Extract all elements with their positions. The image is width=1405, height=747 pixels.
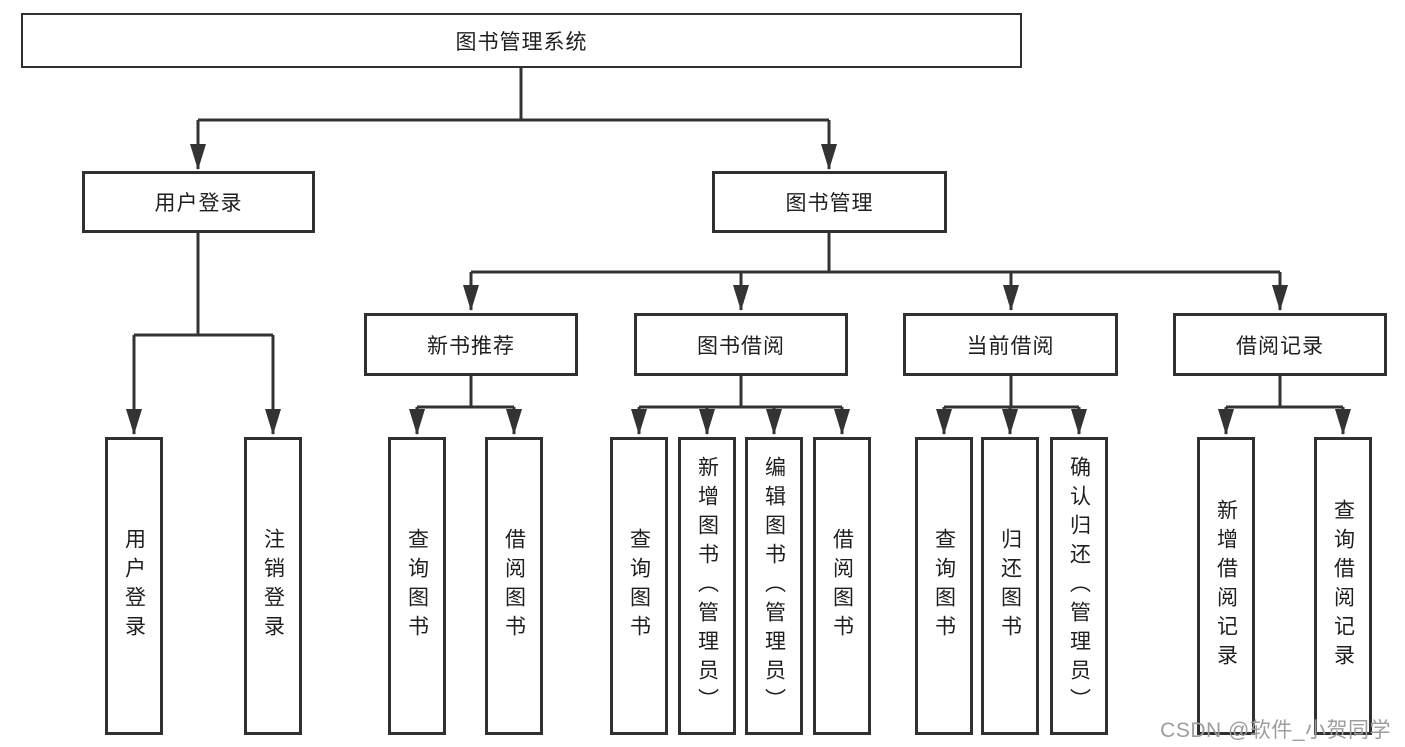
leaf-label: 借阅图书 [830,528,854,644]
node-book-management: 图书管理 [712,171,947,233]
leaf-label: 查询图书 [627,528,651,644]
leaf-label: 编辑图书（管理员） [762,455,786,717]
node-label: 图书管理 [785,192,874,215]
node-label: 用户登录 [154,192,243,215]
leaf-label: 归还图书 [998,528,1022,644]
leaf-query-borrow-record: 查询借阅记录 [1314,437,1372,735]
node-label: 图书借阅 [697,334,785,358]
leaf-label: 借阅图书 [502,528,526,644]
leaf-logout: 注销登录 [244,437,302,735]
csdn-watermark: CSDN @软件_小贺同学 [1160,719,1391,742]
leaf-query-books: 查询图书 [388,437,446,735]
leaf-add-borrow-record: 新增借阅记录 [1197,437,1255,735]
node-label: 图书管理系统 [455,30,588,54]
node-current-borrowing: 当前借阅 [903,313,1118,376]
node-label: 当前借阅 [966,334,1055,358]
node-label: 新书推荐 [427,334,515,358]
node-label: 借阅记录 [1236,334,1324,358]
leaf-user-login: 用户登录 [105,437,163,735]
leaf-query-books: 查询图书 [915,437,973,735]
node-user-login: 用户登录 [82,171,315,233]
connector-trunks [134,68,1343,409]
leaf-label: 用户登录 [122,528,146,644]
node-borrowing-records: 借阅记录 [1173,313,1387,376]
leaf-label: 查询图书 [932,528,956,644]
leaf-borrow-books: 借阅图书 [485,437,543,735]
leaf-label: 确认归还（管理员） [1067,455,1091,717]
leaf-label: 注销登录 [261,528,285,644]
leaf-borrow-books: 借阅图书 [813,437,871,735]
leaf-edit-book-admin: 编辑图书（管理员） [745,437,803,735]
leaf-label: 新增借阅记录 [1214,499,1238,673]
node-new-book-recommendation: 新书推荐 [364,313,578,376]
node-library-management-system: 图书管理系统 [21,13,1022,68]
leaf-confirm-return-admin: 确认归还（管理员） [1050,437,1108,735]
leaf-label: 查询借阅记录 [1331,499,1355,673]
leaf-return-book: 归还图书 [981,437,1039,735]
leaf-query-books: 查询图书 [610,437,668,735]
leaf-add-book-admin: 新增图书（管理员） [678,437,736,735]
leaf-label: 查询图书 [405,528,429,644]
node-book-borrowing: 图书借阅 [634,313,848,376]
leaf-label: 新增图书（管理员） [695,455,719,717]
